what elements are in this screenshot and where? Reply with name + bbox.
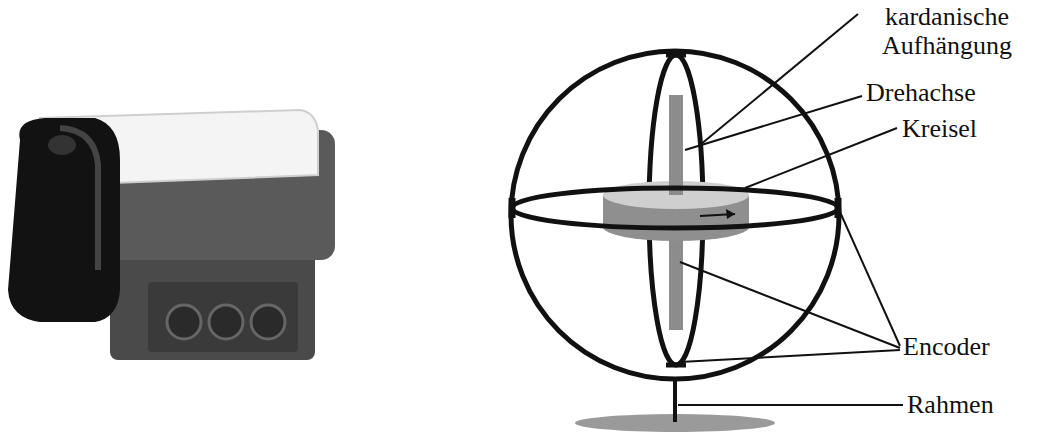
rotation-arrow-head [726,209,735,219]
sensor-lens [48,135,76,155]
encoder-mark [509,198,516,218]
gyro-sensor-illustration [8,110,335,360]
leader-line [678,404,903,406]
lego-hole [251,305,285,339]
spin-axis-top [669,95,683,195]
part-label: Kreisel [902,114,1032,143]
part-label: Rahmen [907,390,1037,419]
part-label: Drehachse [866,78,1036,107]
leader-line [685,96,862,150]
leader-line [700,14,858,145]
encoder-mark [666,53,686,58]
lego-hole [167,305,201,339]
leader-line [745,128,897,188]
part-label: kardanische Aufhängung [862,2,1032,60]
leader-line [680,262,900,348]
stand-rod [673,380,677,422]
encoder-mark [666,363,686,368]
sensor-connector-block [148,282,298,352]
sensor-black-front [8,118,120,322]
gyroscope-illustration [511,14,903,432]
lego-hole [209,305,243,339]
leader-line [840,212,900,346]
horizontal-gimbal-ring [512,188,838,228]
part-label: Encoder [903,332,1033,361]
outer-gimbal-ring [511,51,839,379]
leader-line [680,350,900,362]
